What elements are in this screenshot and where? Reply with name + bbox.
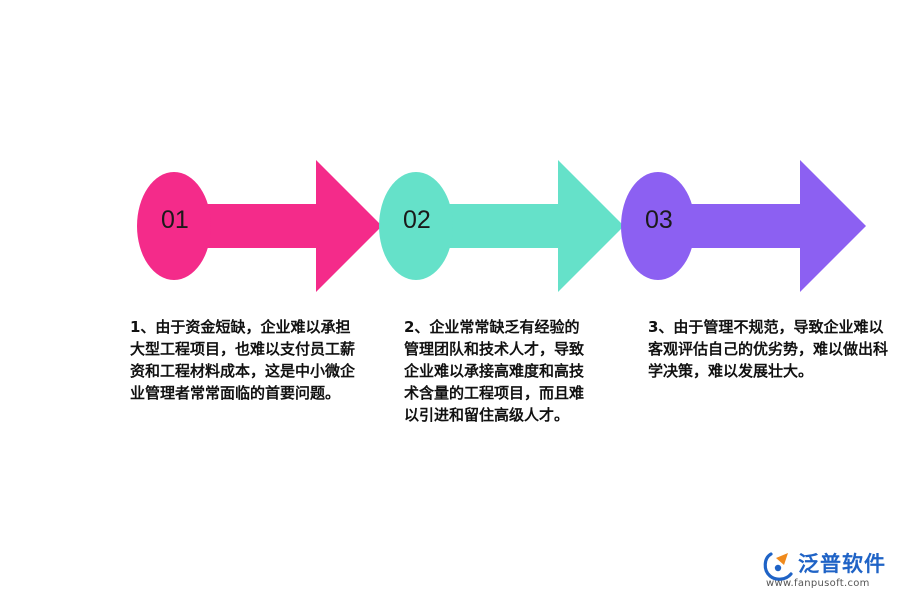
step-1-arrow: 01 — [136, 158, 386, 294]
step-3-number: 03 — [645, 206, 673, 234]
step-2-description: 2、企业常常缺乏有经验的管理团队和技术人才，导致企业难以承接高难度和高技术含量的… — [404, 318, 585, 424]
brand-url: www.fanpusoft.com — [766, 578, 870, 589]
step-2-number: 02 — [403, 206, 431, 234]
step-2-arrow: 02 — [378, 158, 628, 294]
step-3-arrow: 03 — [620, 158, 870, 294]
step-2-arrow-shape — [379, 160, 624, 292]
fanpu-logo: 泛普软件 www.fanpusoft.com — [762, 546, 890, 592]
step-3-description: 3、由于管理不规范，导致企业难以客观评估自己的优劣势，难以做出科学决策，难以发展… — [648, 318, 889, 380]
step-1-description: 1、由于资金短缺，企业难以承担大型工程项目，也难以支付员工薪资和工程材料成本，这… — [130, 318, 356, 402]
brand-name: 泛普软件 — [798, 552, 886, 576]
step-3-arrow-shape — [621, 160, 866, 292]
step-1-arrow-shape — [137, 160, 382, 292]
step-1-number: 01 — [161, 206, 189, 234]
fanpu-logo-icon — [763, 552, 793, 581]
